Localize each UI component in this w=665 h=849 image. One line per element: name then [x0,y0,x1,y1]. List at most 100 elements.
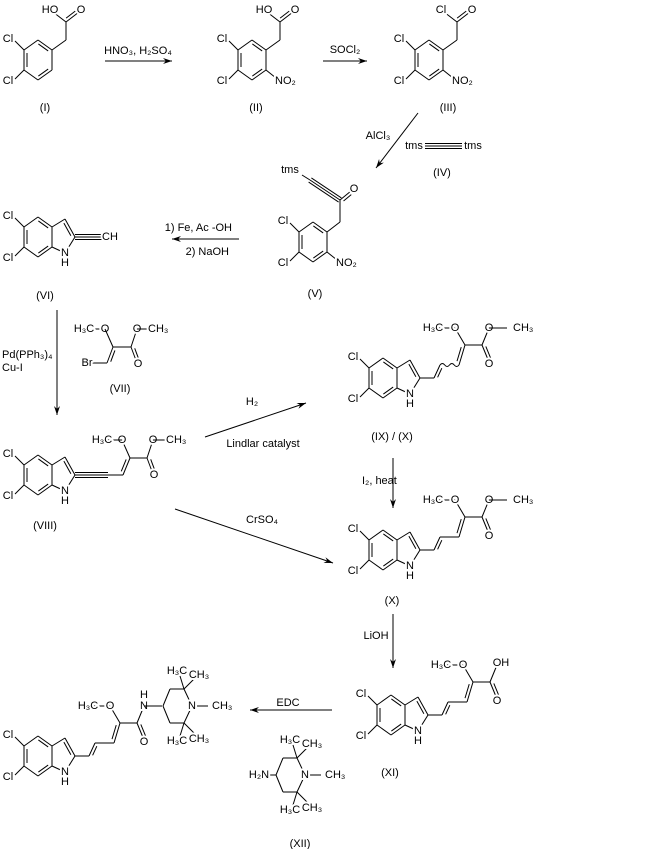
atom-label-o: O [150,469,159,481]
bond [92,745,98,756]
atom-label-h3c: H₃C [423,494,443,506]
bond [409,359,421,379]
bond [237,39,253,51]
bond [414,39,430,51]
compound-label-xi: (XI) [381,767,399,779]
atom-label-ch3: CH₃ [189,669,209,681]
bond [23,246,39,258]
bond [275,774,284,793]
compound-label-viii: (VIII) [33,520,57,532]
bond [443,11,458,23]
bond [437,539,443,550]
bond [409,531,421,551]
atom-label-ch3: CH₃ [189,733,209,745]
bond [382,357,398,369]
compound-label-xii: (XII) [290,838,311,849]
bond [339,190,352,201]
reagent-label: AlCl₃ [366,130,391,142]
atom-label-ch: CH [102,231,118,243]
bond [308,181,339,203]
atom-label-h: H [61,776,69,788]
atom-label-h: H [406,570,414,582]
bond [367,695,378,706]
bond [38,764,49,773]
atom-label-ch3: CH₃ [513,494,533,506]
bond [489,664,498,683]
bond [428,69,444,81]
bond [14,736,25,747]
bond [428,39,444,51]
bond [65,10,76,19]
bond [51,737,66,747]
bond [359,358,370,369]
reagent-label: LiOH [363,630,388,642]
reagent-label: Lindlar catalyst [226,438,299,450]
arrow-isomerization [390,458,396,508]
bond [37,484,53,496]
arrow-sonogashira [54,310,60,415]
bond [417,714,429,732]
bond [298,251,314,263]
bond [37,216,53,228]
atom-label-ch3: CH₃ [513,322,533,334]
arrow-crso4 [174,508,334,564]
bond [63,741,72,755]
bond [466,681,474,703]
bond [51,218,66,228]
bond [183,722,196,735]
atom-label-h3c: H₃C [280,734,300,746]
reagent-label: HNO₃, H₂SO₄ [104,45,172,57]
bond [204,402,307,438]
atom-label-h3c: H₃C [74,323,94,335]
arrow-reduction-cyclization [172,236,239,242]
atom-label-o: O [493,695,502,707]
bond [481,516,490,535]
bond [454,327,466,346]
compound-label-v: (V) [308,288,323,300]
bond [134,348,140,360]
atom-label-cl: Cl [3,210,13,222]
bond [359,559,370,570]
reagent-label: H₂ [246,396,258,408]
reagent-label: Pd(PPh₃)₄ [2,349,53,361]
bond [38,458,49,467]
atom-label-n: N [406,560,414,572]
compound-label-ix-x: (IX) / (X) [371,431,413,443]
bond [409,377,421,395]
bond [14,69,25,80]
bond [265,69,277,79]
bond [279,11,294,23]
atom-label-o: O [134,358,143,370]
bond [368,357,384,369]
atom-label-cl: Cl [3,252,13,264]
bond [375,112,419,169]
bond [130,346,138,364]
atom-label-ho: HO [256,4,273,16]
bond [456,518,462,534]
bond [122,457,131,476]
arrowhead-icon [54,406,60,415]
arrow-amide-coupling [250,707,332,713]
bond [404,696,419,706]
reagent-label: 2) NaOH [186,246,229,258]
atom-label-cl: Cl [394,75,404,87]
atom-label-no2: NO₂ [275,75,296,87]
bond [309,179,341,201]
atom-label-cl: Cl [278,215,288,227]
reagent-label: 1) Fe, Ac -OH [165,222,232,234]
bond [64,218,76,238]
bond [37,765,53,777]
atom-label-h: H [140,689,148,701]
bond [113,722,121,744]
bond [359,530,370,541]
atom-label-n: N [301,769,309,781]
compound-label-iv: (IV) [433,167,451,179]
bond [343,194,352,202]
bond [174,508,334,564]
bond [265,39,281,51]
bond [326,251,338,261]
